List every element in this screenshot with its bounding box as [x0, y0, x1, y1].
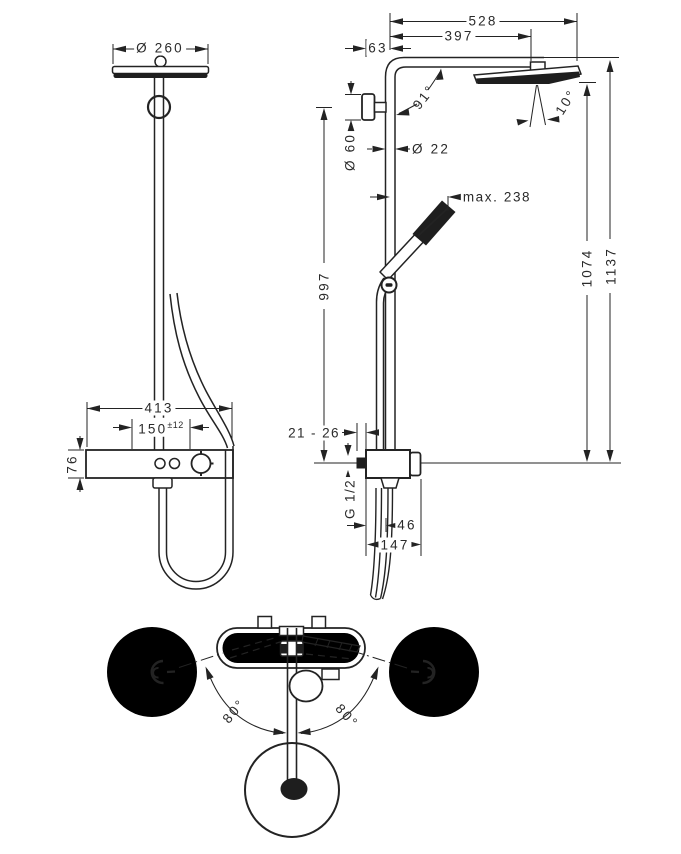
dim-handshower-reach: max. 238: [460, 189, 534, 205]
button-2: [168, 457, 181, 470]
overhead-shower-disc: [111, 65, 210, 75]
riser-and-arm: [384, 56, 544, 450]
dim-pipe-length: 997: [316, 269, 332, 303]
dim-connection-thread: G 1/2: [342, 476, 358, 522]
dim-bar-width: 413: [142, 400, 176, 416]
dim-inlet-spacing: 150±12: [136, 417, 186, 437]
select-knob-top: [288, 669, 324, 703]
dim-bar-height: 76: [64, 452, 80, 476]
dim-arm-reach: 528: [466, 13, 500, 29]
dim-wall-to-pipe: 63: [366, 40, 390, 56]
valve-body: [365, 449, 411, 479]
select-knob: [190, 453, 212, 474]
spray-face: [113, 73, 208, 78]
dim-inlet-tolerance: ±12: [167, 419, 184, 430]
dim-head-height: 1074: [579, 246, 595, 290]
pivot-ring: [146, 94, 172, 120]
shower-hose: [158, 446, 234, 590]
dim-head-diameter: Ø 260: [134, 40, 186, 56]
wall-bracket: [361, 93, 376, 121]
pipe-joint-top: [280, 778, 308, 800]
hose-fitting: [152, 477, 173, 489]
wall-fixing-right: [311, 615, 327, 629]
side-view-drawing: [314, 13, 621, 601]
dim-overall-depth: 147: [378, 537, 412, 553]
dim-pipe-diameter: Ø 22: [409, 141, 453, 157]
wall-fixing-left: [257, 615, 273, 629]
front-view-drawing: [68, 44, 235, 590]
dim-hose-offset: 46: [395, 517, 419, 533]
button-1: [154, 457, 166, 470]
ball-joint: [154, 55, 167, 68]
dim-head-offset: 397: [442, 28, 476, 44]
dim-escutcheon-diameter: Ø 60: [342, 130, 358, 174]
top-view-drawing: [107, 615, 479, 838]
valve-knob: [409, 451, 422, 477]
handshower-head: [412, 200, 456, 246]
dim-overall-height: 1137: [603, 245, 619, 287]
wall-connection-nub: [356, 457, 366, 469]
dim-wall-adjustment: 21 - 26: [286, 425, 342, 441]
